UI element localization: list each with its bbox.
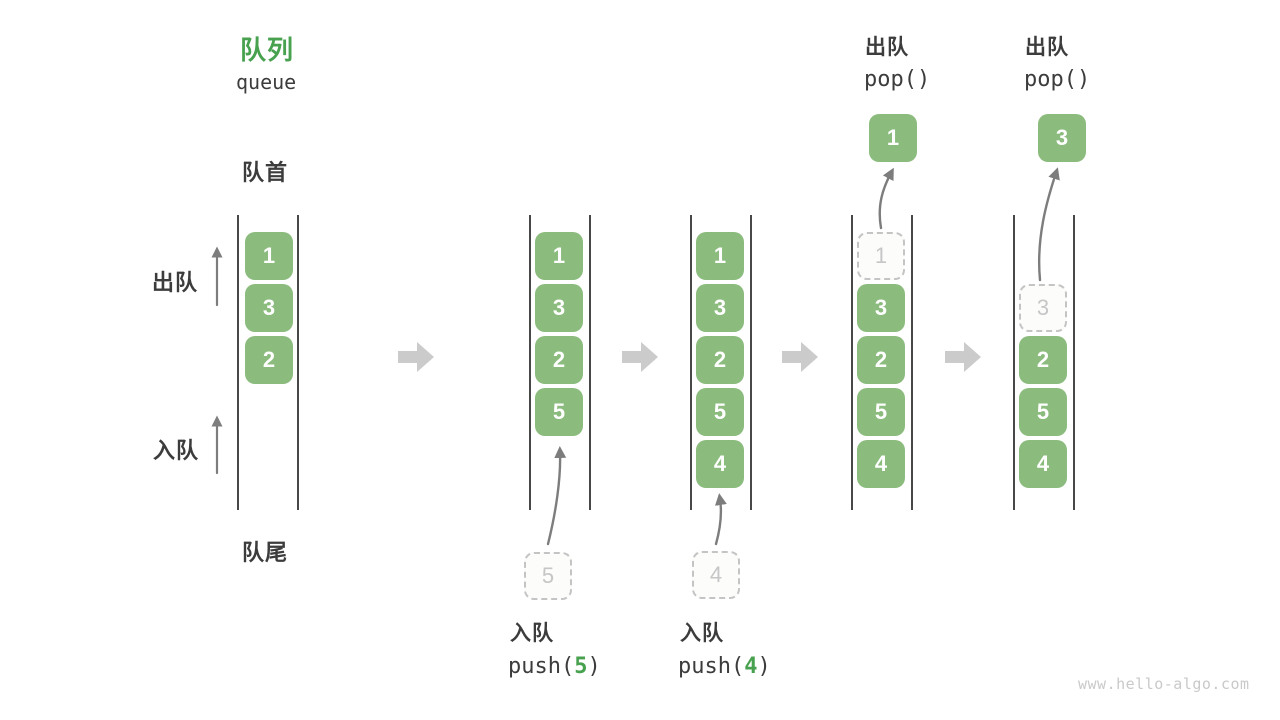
enqueue-op-label: 入队 (510, 622, 554, 645)
queue-item: 3 (696, 284, 744, 332)
queue-item: 2 (857, 336, 905, 384)
pop3-curve-arrow-icon (1038, 167, 1060, 282)
queue-item: 2 (1019, 336, 1067, 384)
queue-item: 3 (245, 284, 293, 332)
staging-item-ghost: 5 (524, 552, 572, 600)
column2-right-wall (589, 215, 591, 510)
queue-item: 1 (696, 232, 744, 280)
queue-item: 4 (1019, 440, 1067, 488)
queue-item: 3 (857, 284, 905, 332)
column2-left-wall (529, 215, 531, 510)
column4-left-wall (851, 215, 853, 510)
queue-item: 1 (245, 232, 293, 280)
label-queue-front: 队首 (242, 160, 289, 185)
column3-right-wall (750, 215, 752, 510)
queue-item: 2 (535, 336, 583, 384)
flow-arrow-icon-3 (782, 342, 818, 372)
column4-right-wall (911, 215, 913, 510)
pop-result-item: 1 (869, 114, 917, 162)
label-dequeue-side: 出队 (152, 270, 199, 295)
push5-curve-arrow-icon (546, 446, 567, 546)
code-fn: push( (678, 654, 745, 679)
queue-item: 4 (696, 440, 744, 488)
pop1-curve-arrow-icon (878, 167, 894, 230)
watermark: www.hello-algo.com (1078, 675, 1250, 693)
page-title: 队列 (240, 35, 295, 65)
enqueue-op-code: push(5) (508, 654, 601, 679)
column3-left-wall (690, 215, 692, 510)
column1-right-wall (297, 215, 299, 510)
queue-item: 5 (696, 388, 744, 436)
dequeue-op-label: 出队 (865, 36, 909, 59)
queue-item-popped-ghost: 3 (1019, 284, 1067, 332)
pop-result-item: 3 (1038, 114, 1086, 162)
code-fn: push( (508, 654, 575, 679)
page-subtitle: queue (236, 70, 297, 94)
code-arg: 5 (574, 654, 588, 679)
column5-left-wall (1013, 215, 1015, 510)
flow-arrow-icon-4 (945, 342, 981, 372)
dequeue-op-label: 出队 (1025, 36, 1069, 59)
code-close: ) (587, 654, 601, 679)
queue-item: 5 (857, 388, 905, 436)
flow-arrow-icon-1 (398, 342, 434, 372)
queue-item: 3 (535, 284, 583, 332)
enqueue-op-code: push(4) (678, 654, 771, 679)
dequeue-op-code: pop() (864, 67, 931, 92)
queue-item: 5 (535, 388, 583, 436)
code-arg: 4 (744, 654, 758, 679)
column5-right-wall (1073, 215, 1075, 510)
queue-item: 2 (696, 336, 744, 384)
label-enqueue-side: 入队 (153, 438, 200, 463)
queue-item: 1 (535, 232, 583, 280)
queue-item-popped-ghost: 1 (857, 232, 905, 280)
push4-curve-arrow-icon (714, 493, 727, 546)
dequeue-op-code: pop() (1024, 67, 1091, 92)
queue-item: 4 (857, 440, 905, 488)
queue-item: 5 (1019, 388, 1067, 436)
column1-left-wall (237, 215, 239, 510)
label-queue-rear: 队尾 (242, 540, 289, 565)
code-close: ) (757, 654, 771, 679)
staging-item-ghost: 4 (692, 551, 740, 599)
enqueue-op-label: 入队 (680, 622, 724, 645)
flow-arrow-icon-2 (622, 342, 658, 372)
queue-item: 2 (245, 336, 293, 384)
